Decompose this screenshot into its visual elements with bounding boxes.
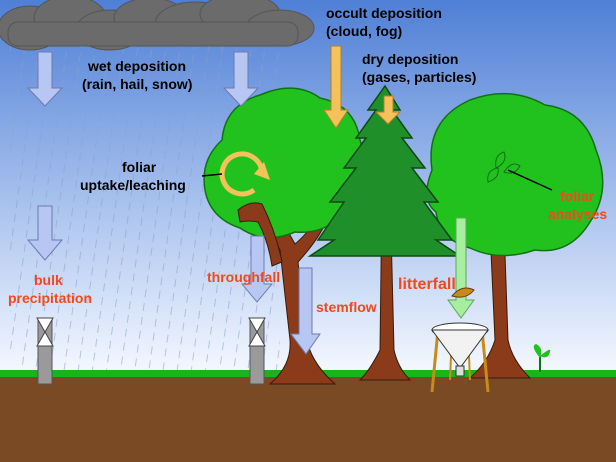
conifer-foliage xyxy=(307,84,463,257)
conifer-trunk xyxy=(358,189,412,381)
throughfall-collector xyxy=(248,317,266,385)
leaf-sample-icon xyxy=(487,151,521,183)
foliar-uptake-sublabel: uptake/leaching xyxy=(80,177,186,193)
bulk-collector xyxy=(36,317,54,385)
falling-leaf-icon xyxy=(451,287,475,298)
dry-deposition-arrow xyxy=(374,95,402,125)
throughfall-arrow xyxy=(240,235,274,303)
litterfall-collector xyxy=(430,322,490,393)
foliar-uptake-pointer xyxy=(201,173,223,177)
bulk-precipitation-arrow xyxy=(26,205,64,261)
circular-arrow-icon xyxy=(219,151,270,197)
dry-deposition-label: dry deposition xyxy=(362,51,458,67)
wet-deposition-arrow-left xyxy=(26,51,64,107)
foliar-analyses-label: foliar xyxy=(560,188,595,204)
throughfall-label: throughfall xyxy=(207,269,280,285)
occult-deposition-sublabel: (cloud, fog) xyxy=(326,23,402,39)
wet-deposition-arrow-right xyxy=(222,51,260,107)
wet-deposition-sublabel: (rain, hail, snow) xyxy=(82,76,192,92)
dry-deposition-sublabel: (gases, particles) xyxy=(362,69,476,85)
seedling xyxy=(533,344,551,372)
stemflow-label: stemflow xyxy=(316,299,377,315)
ground xyxy=(0,376,616,462)
occult-deposition-label: occult deposition xyxy=(326,5,442,21)
rain-cloud xyxy=(0,0,315,51)
foliar-analyses-sublabel: analyses xyxy=(548,206,607,222)
litterfall-label: litterfall xyxy=(398,276,456,293)
foliar-analyses-pointer xyxy=(507,169,553,191)
foliar-uptake-label: foliar xyxy=(122,159,157,175)
stemflow-arrow xyxy=(290,267,321,355)
occult-deposition-arrow xyxy=(323,45,349,129)
precipitation-label: precipitation xyxy=(8,290,92,306)
wet-deposition-label: wet deposition xyxy=(87,58,186,74)
litterfall-arrow xyxy=(447,217,475,319)
bulk-label: bulk xyxy=(34,272,63,288)
